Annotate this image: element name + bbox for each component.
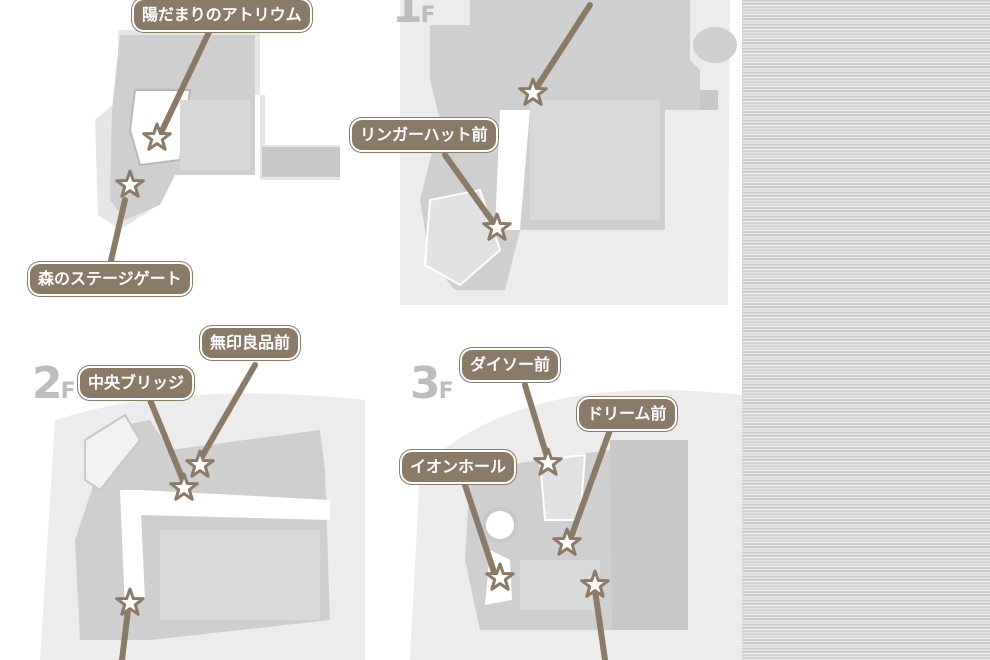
callout-central-bridge[interactable]: 中央ブリッジ [78, 366, 195, 400]
decorative-panel [742, 0, 990, 660]
callout-aeon-hall[interactable]: イオンホール [400, 450, 517, 484]
floor-map: 1F 2F 3F 陽だまりのアトリウム 森のステージゲート リンガーハット前 無… [28, 0, 742, 660]
floor-label-2f: 2F [32, 358, 76, 409]
callout-atrium[interactable]: 陽だまりのアトリウム [132, 0, 312, 32]
star-icon[interactable] [485, 562, 515, 591]
floor-number: 1 [392, 0, 423, 33]
floor-plan-2f [40, 393, 365, 660]
floor-suffix: F [438, 379, 454, 404]
location-markers [115, 77, 610, 616]
callout-muji[interactable]: 無印良品前 [200, 326, 301, 360]
star-icon[interactable] [185, 449, 215, 478]
callout-daiso[interactable]: ダイソー前 [460, 348, 561, 382]
callout-dream[interactable]: ドリーム前 [577, 397, 677, 431]
star-icon[interactable] [482, 212, 512, 241]
star-icon[interactable] [169, 472, 199, 501]
callout-forest-gate[interactable]: 森のステージゲート [28, 262, 192, 296]
floor-plan-ground [95, 30, 340, 230]
floor-number: 2 [32, 358, 63, 409]
star-icon[interactable] [518, 77, 548, 106]
star-icon[interactable] [142, 122, 172, 151]
floor-plan-1f [400, 0, 737, 305]
floor-label-3f: 3F [410, 358, 454, 409]
floor-label-1f: 1F [392, 0, 436, 33]
star-icon[interactable] [533, 447, 563, 476]
star-icon[interactable] [115, 169, 145, 198]
leader-lines [107, 2, 613, 660]
callout-ringer-hut[interactable]: リンガーハット前 [350, 118, 498, 152]
star-icon[interactable] [115, 587, 145, 616]
floor-suffix: F [420, 3, 436, 28]
floor-number: 3 [410, 358, 441, 409]
star-icon[interactable] [552, 527, 582, 556]
floor-suffix: F [60, 379, 76, 404]
star-icon[interactable] [580, 569, 610, 598]
